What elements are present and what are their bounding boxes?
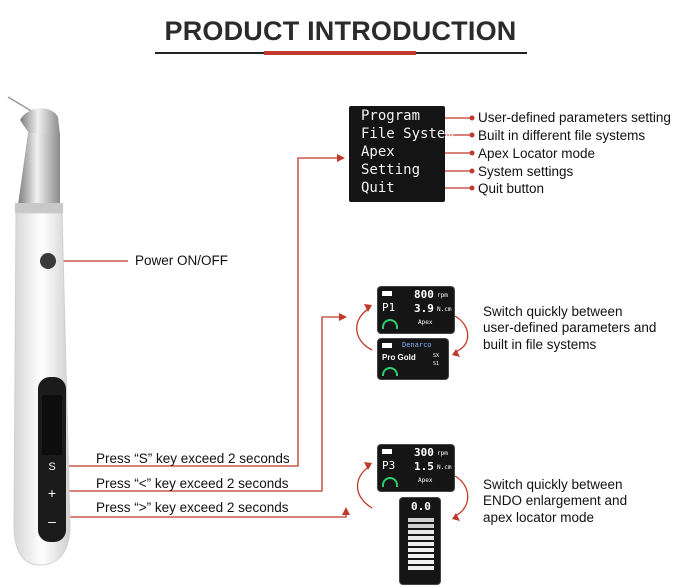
apex-bar [408, 542, 434, 546]
desc-quit: Quit button [478, 181, 545, 196]
handpiece-illustration: S + – [7, 96, 71, 566]
title-accent-bar [264, 51, 416, 55]
apex-reading: 0.0 [411, 500, 431, 513]
torque-unit: N.cm [437, 464, 452, 471]
apex-bar [408, 548, 434, 552]
torque-value: 3.9 [414, 302, 434, 315]
screen-program-p3: 300 rpm P3 1.5 N.cm Apex [377, 444, 455, 492]
key-right-label: Press “>” key exceed 2 seconds [96, 500, 289, 515]
apex-bar [408, 530, 434, 534]
desc-program: User-defined parameters setting [478, 110, 671, 125]
gauge-icon [382, 367, 398, 376]
gauge-icon [382, 477, 398, 487]
apex-bar [408, 554, 434, 558]
screen-apex-locator: 0.0 [399, 497, 441, 585]
mode-label: Apex [418, 319, 433, 326]
file-brand: Denarco [402, 341, 432, 349]
menu-item-quit: Quit [361, 180, 395, 196]
file-size-2: S1 [433, 361, 440, 367]
apex-bar-scale [408, 518, 434, 578]
desc-setting: System settings [478, 164, 574, 179]
battery-icon [382, 291, 392, 296]
switch2-line3: apex locator mode [483, 510, 595, 525]
apex-bar [408, 524, 434, 528]
desc-apex: Apex Locator mode [478, 146, 596, 161]
menu-item-file-system: File System [361, 126, 454, 142]
menu-item-apex: Apex [361, 144, 395, 160]
apex-bar [408, 536, 434, 540]
battery-icon [382, 449, 392, 454]
speed-unit: rpm [437, 450, 448, 457]
apex-bar [408, 566, 434, 570]
screen-file-system: Denarco Pro Gold SX S1 [377, 338, 449, 380]
file-name: Pro Gold [382, 353, 416, 362]
mode-label: Apex [418, 477, 433, 484]
gauge-icon [382, 319, 398, 329]
switch2-line1: Switch quickly between [483, 477, 623, 492]
desc-file-system: Built in different file systems [478, 128, 646, 143]
apex-bar [408, 560, 434, 564]
program-number: P1 [382, 301, 396, 314]
speed-unit: rpm [437, 292, 448, 299]
key-s: S [48, 461, 55, 473]
key-plus: + [48, 485, 56, 501]
file-size-1: SX [433, 353, 440, 359]
speed-value: 800 [414, 288, 434, 301]
switch1-line2: user-defined parameters and [483, 320, 657, 335]
menu-item-program: Program [361, 108, 421, 124]
page-title: PRODUCT INTRODUCTION [164, 16, 517, 46]
key-minus: – [48, 513, 56, 529]
switch1-line1: Switch quickly between [483, 304, 623, 319]
program-number: P3 [382, 459, 396, 472]
battery-icon [382, 343, 392, 348]
power-label: Power ON/OFF [135, 253, 229, 268]
switch1-line3: built in file systems [483, 337, 597, 352]
screen-program-p1: 800 rpm P1 3.9 N.cm Apex [377, 286, 455, 334]
torque-unit: N.cm [437, 306, 452, 313]
speed-value: 300 [414, 446, 434, 459]
key-s-label: Press “S” key exceed 2 seconds [96, 451, 290, 466]
apex-bar [408, 518, 434, 522]
torque-value: 1.5 [414, 460, 434, 473]
menu-screen: Program File System Apex Setting Quit [349, 106, 454, 202]
menu-item-setting: Setting [361, 162, 421, 178]
switch2-line2: ENDO enlargement and [483, 493, 628, 508]
key-left-label: Press “<” key exceed 2 seconds [96, 476, 289, 491]
